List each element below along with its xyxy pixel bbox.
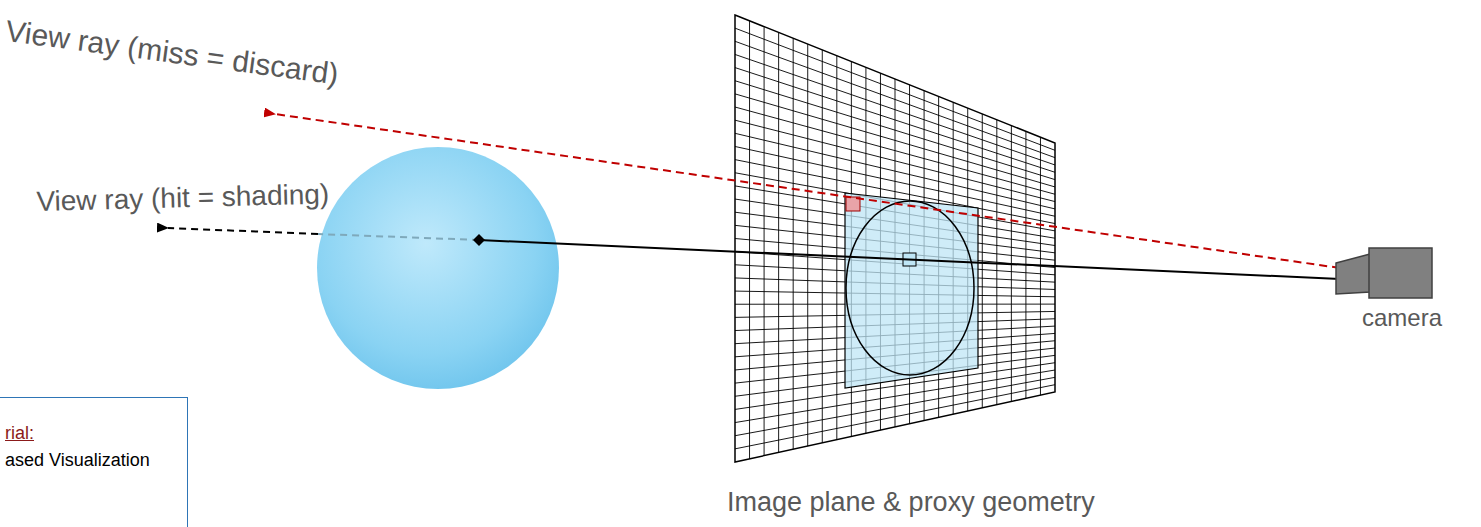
image-plane (735, 15, 1055, 462)
grid-line (735, 385, 1055, 449)
source-box: rial:ased Visualization (0, 397, 188, 527)
hit-ray-dashed (168, 228, 318, 234)
hit-ray-label: View ray (hit = shading) (36, 178, 330, 218)
miss-ray (275, 114, 1340, 268)
camera-icon (1336, 248, 1432, 298)
image-plane-label: Image plane & proxy geometry (727, 487, 1095, 518)
sphere (317, 147, 559, 389)
grid-line (735, 94, 1055, 187)
projected-circle (846, 201, 974, 375)
proxy-quad (845, 193, 978, 388)
hit-ray-solid (479, 240, 1340, 279)
camera-label: camera (1362, 304, 1442, 332)
box-body: ased Visualization (5, 447, 181, 474)
hit-ray-inside (318, 234, 479, 240)
grid-line (735, 81, 1055, 180)
grid-line (735, 54, 1055, 165)
grid-line (735, 377, 1055, 435)
miss-ray-label: View ray (miss = discard) (4, 14, 341, 91)
image-plane-grid (735, 15, 1055, 462)
grid-line (735, 120, 1055, 201)
box-heading: rial: (5, 420, 181, 447)
hit-point (473, 234, 485, 246)
grid-line (735, 133, 1055, 209)
